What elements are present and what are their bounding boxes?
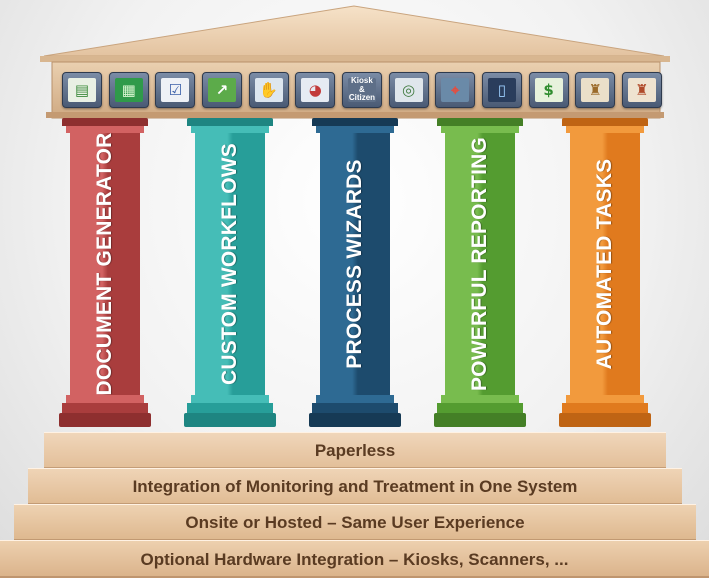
icon-tile: Kiosk & Citizen: [341, 72, 382, 108]
step-paperless: Paperless: [44, 432, 666, 469]
pillar-capital-band: [191, 126, 269, 133]
keypad-grid-icon: ▦: [114, 78, 143, 102]
dollar-icon: $: [534, 78, 563, 102]
pillar-label: POWERFUL REPORTING: [468, 136, 491, 392]
pillar-base-band: [566, 395, 644, 403]
icon-tile: $: [528, 72, 569, 108]
icon-tile: ◕: [295, 72, 336, 108]
pillar-base-band: [441, 395, 519, 403]
step-integration: Integration of Monitoring and Treatment …: [28, 468, 682, 505]
pillar-base-mid: [562, 403, 648, 413]
icon-tile: ◎: [388, 72, 429, 108]
icon-tile: ▦: [108, 72, 149, 108]
icon-tile: ⌖: [435, 72, 476, 108]
icon-tile: ♜: [575, 72, 616, 108]
icon-tile: ♜: [621, 72, 662, 108]
pillar-shaft: [570, 133, 640, 395]
pillar-shaft: [195, 133, 265, 395]
pillar-capital-top: [562, 118, 648, 126]
step-hardware-label: Optional Hardware Integration – Kiosks, …: [140, 549, 569, 569]
approval-stamp-icon: ♜: [581, 78, 610, 102]
document-form-icon: ▤: [68, 78, 96, 102]
step-hosting-label: Onsite or Hosted – Same User Experience: [185, 513, 525, 532]
pillar-label: CUSTOM WORKFLOWS: [218, 143, 241, 385]
icon-tile: ↗: [201, 72, 242, 108]
pillar-base-band: [191, 395, 269, 403]
pillar-base-plinth: [559, 413, 651, 427]
icon-tile: ☑: [155, 72, 196, 108]
pillar-capital-band: [66, 126, 144, 133]
pie-chart-icon: ◕: [301, 78, 330, 102]
pillar-shaft: [320, 133, 390, 395]
fingerprint-icon: ◎: [394, 78, 423, 102]
pillar-process-wizards: PROCESS WIZARDS: [309, 118, 401, 432]
pillar-automated-tasks: AUTOMATED TASKS: [559, 118, 651, 432]
pillar-label: DOCUMENT GENERATOR: [93, 132, 116, 396]
pillar-base-plinth: [59, 413, 151, 427]
pillar-base-plinth: [309, 413, 401, 427]
kiosk-icon: Kiosk & Citizen: [347, 76, 376, 103]
step-paperless-label: Paperless: [314, 441, 396, 460]
pillar-capital-top: [187, 118, 273, 126]
icon-tile: ▤: [62, 72, 102, 108]
pillar-capital-band: [316, 126, 394, 133]
pillar-base-mid: [312, 403, 398, 413]
pillar-shaft: [445, 133, 515, 395]
step-hardware: Optional Hardware Integration – Kiosks, …: [0, 540, 709, 578]
pillar-base-mid: [187, 403, 273, 413]
pillar-capital-top: [312, 118, 398, 126]
pillar-base-band: [316, 395, 394, 403]
checklist-icon: ☑: [161, 78, 190, 102]
pillar-capital-band: [566, 126, 644, 133]
growth-chart-icon: ↗: [207, 78, 236, 102]
roof-ledge: [40, 56, 670, 62]
pillar-label: PROCESS WIZARDS: [343, 159, 366, 369]
pillar-base-mid: [437, 403, 523, 413]
pillar-capital-top: [437, 118, 523, 126]
icon-tile: ✋: [248, 72, 289, 108]
step-integration-label: Integration of Monitoring and Treatment …: [132, 477, 578, 496]
handshake-icon: ✋: [254, 78, 283, 102]
pillar-document-generator: DOCUMENT GENERATOR: [59, 118, 151, 432]
pillar-capital-band: [441, 126, 519, 133]
pillar-capital-top: [62, 118, 148, 126]
pillar-shaft: [70, 133, 140, 395]
frieze-bottom-ledge: [46, 112, 664, 118]
pillar-base-band: [66, 395, 144, 403]
pillar-base-mid: [62, 403, 148, 413]
pillar-label: AUTOMATED TASKS: [593, 158, 616, 370]
icon-row: ▤ ▦ ☑ ↗ ✋ ◕ Kiosk & Citizen ◎ ⌖ ▯ $ ♜ ♜: [62, 70, 662, 110]
roof-triangle: [43, 5, 665, 57]
stamp-document-icon: ♜: [627, 78, 656, 102]
mobile-phone-icon: ▯: [487, 78, 516, 102]
pillar-custom-workflows: CUSTOM WORKFLOWS: [184, 118, 276, 432]
map-pin-icon: ⌖: [441, 78, 470, 102]
icon-tile: ▯: [481, 72, 522, 108]
pillar-base-plinth: [184, 413, 276, 427]
step-hosting: Onsite or Hosted – Same User Experience: [14, 504, 696, 541]
pillar-powerful-reporting: POWERFUL REPORTING: [434, 118, 526, 432]
pillar-base-plinth: [434, 413, 526, 427]
